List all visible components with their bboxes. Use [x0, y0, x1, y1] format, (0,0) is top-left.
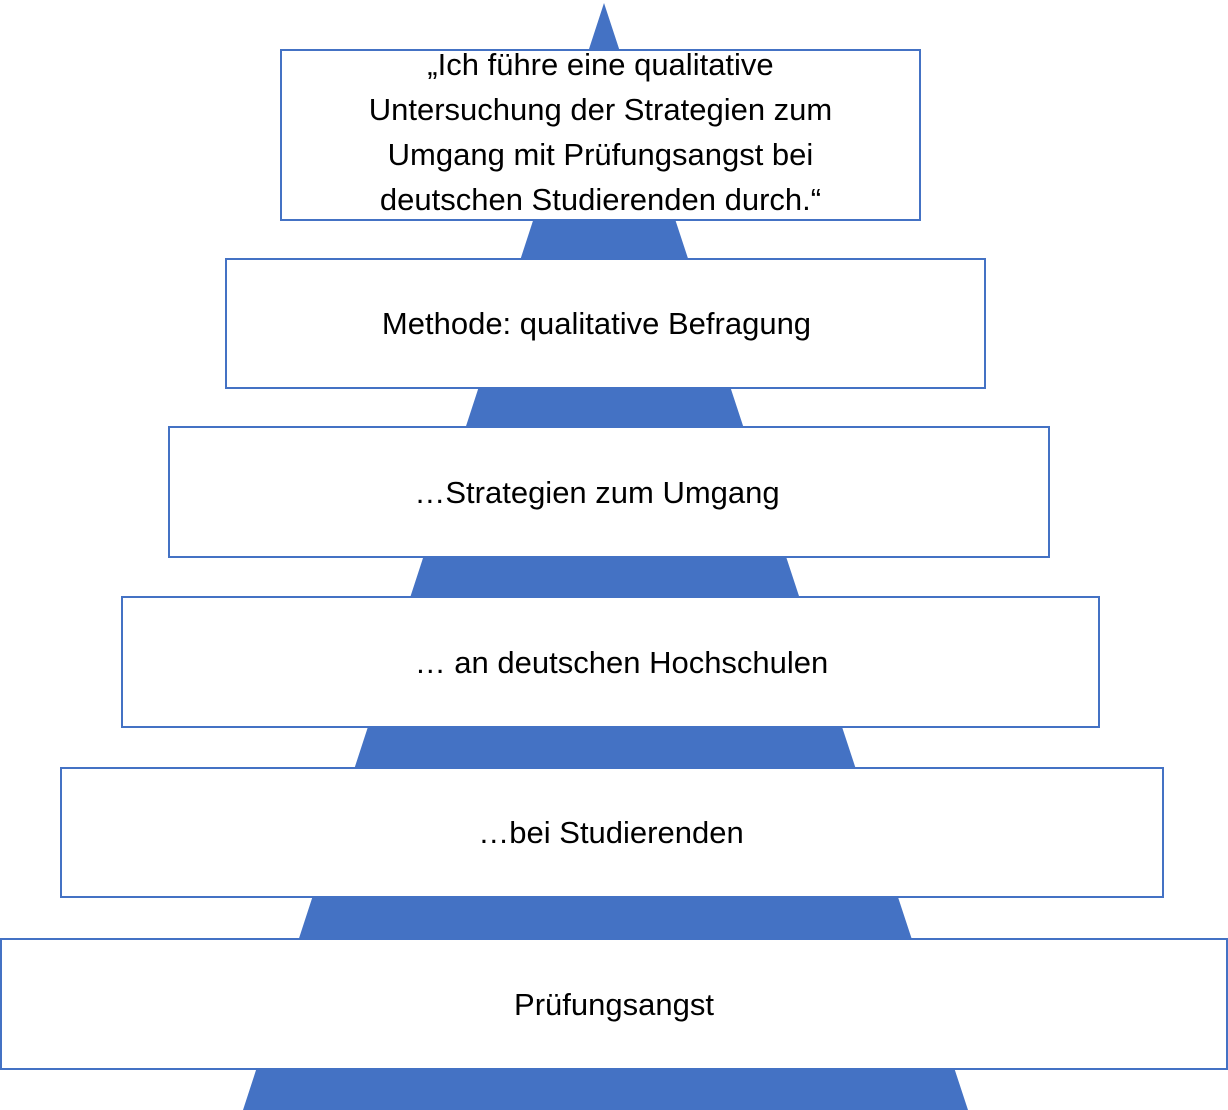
pyramid-level-universities: … an deutschen Hochschulen [121, 596, 1100, 728]
pyramid-level-students: …bei Studierenden [60, 767, 1164, 898]
pyramid-level-base: Prüfungsangst [0, 938, 1228, 1070]
pyramid-level-strategies: …Strategien zum Umgang [168, 426, 1050, 558]
students-text: …bei Studierenden [478, 815, 744, 850]
research-statement-text: „Ich führe eine qualitative Untersuchung… [368, 47, 833, 217]
method-text: Methode: qualitative Befragung [381, 306, 812, 341]
pyramid-level-top: „Ich führe eine qualitative Untersuchung… [280, 47, 921, 221]
universities-text: … an deutschen Hochschulen [414, 644, 829, 680]
exam-anxiety-text: Prüfungsangst [514, 986, 714, 1022]
strategies-text: …Strategien zum Umgang [414, 474, 780, 510]
pyramid-level-method: Methode: qualitative Befragung [225, 258, 986, 389]
